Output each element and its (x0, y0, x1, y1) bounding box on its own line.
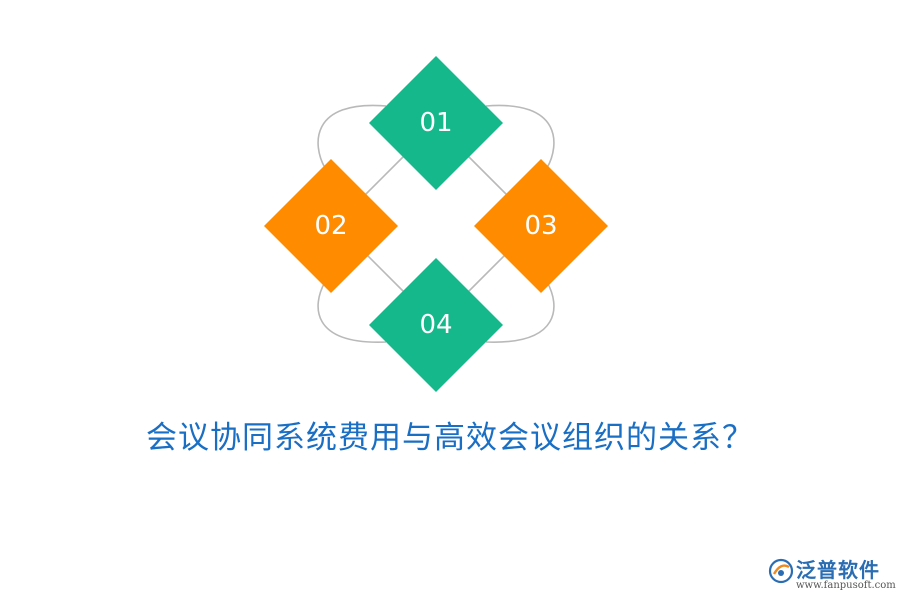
connector-curve (317, 104, 387, 169)
node-04-label: 04 (419, 310, 452, 340)
node-03: 03 (474, 159, 608, 293)
connector-curve (485, 281, 555, 343)
node-02: 02 (264, 159, 398, 293)
connector-curves (317, 104, 555, 343)
node-01: 01 (369, 56, 503, 190)
watermark-logo: 泛普软件 www.fanpusoft.com (768, 554, 896, 596)
watermark-name: 泛普软件 (796, 558, 880, 582)
node-04: 04 (369, 258, 503, 392)
diagram-title: 会议协同系统费用与高效会议组织的关系？ (146, 420, 754, 456)
connector-line (467, 251, 509, 293)
node-03-diamond (474, 159, 608, 293)
connector-line (467, 155, 509, 197)
connector-curve (485, 104, 555, 169)
node-03-label: 03 (524, 211, 557, 241)
connector-curve (317, 281, 387, 343)
connector-line (363, 251, 405, 293)
node-02-label: 02 (314, 211, 347, 241)
fanpu-logo-icon (768, 558, 794, 584)
connector-line (363, 155, 405, 197)
node-01-label: 01 (419, 108, 452, 138)
node-01-diamond (369, 56, 503, 190)
node-02-diamond (264, 159, 398, 293)
node-04-diamond (369, 258, 503, 392)
watermark-url: www.fanpusoft.com (796, 580, 896, 591)
